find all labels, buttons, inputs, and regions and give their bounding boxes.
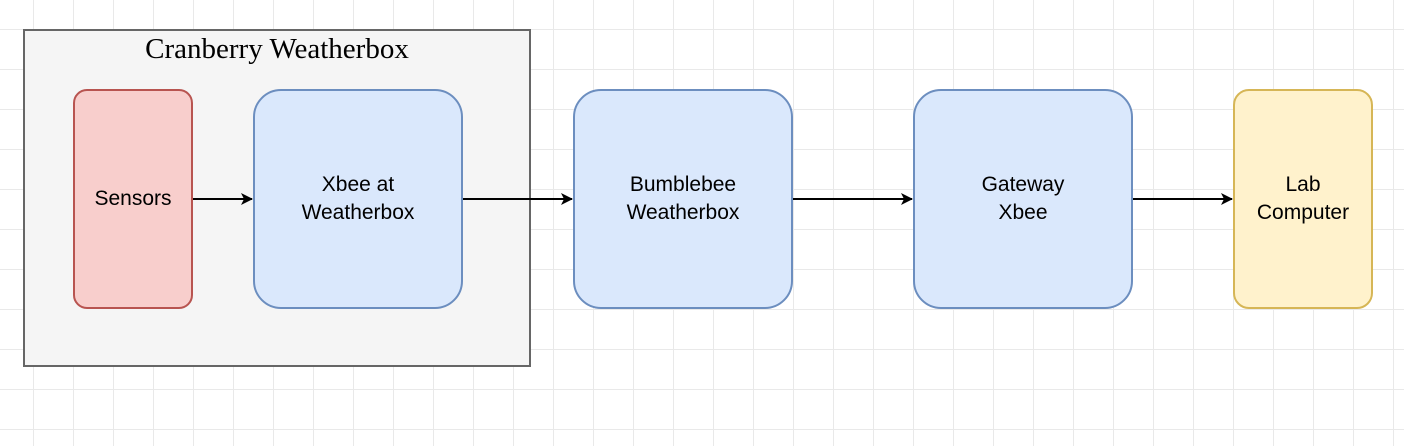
xbee-weatherbox-node: Xbee at Weatherbox xyxy=(253,89,463,309)
lab-computer-node: Lab Computer xyxy=(1233,89,1373,309)
group-title: Cranberry Weatherbox xyxy=(145,33,409,65)
gateway-xbee-node: Gateway Xbee xyxy=(913,89,1133,309)
sensors-node: Sensors xyxy=(73,89,193,309)
bumblebee-weatherbox-node: Bumblebee Weatherbox xyxy=(573,89,793,309)
